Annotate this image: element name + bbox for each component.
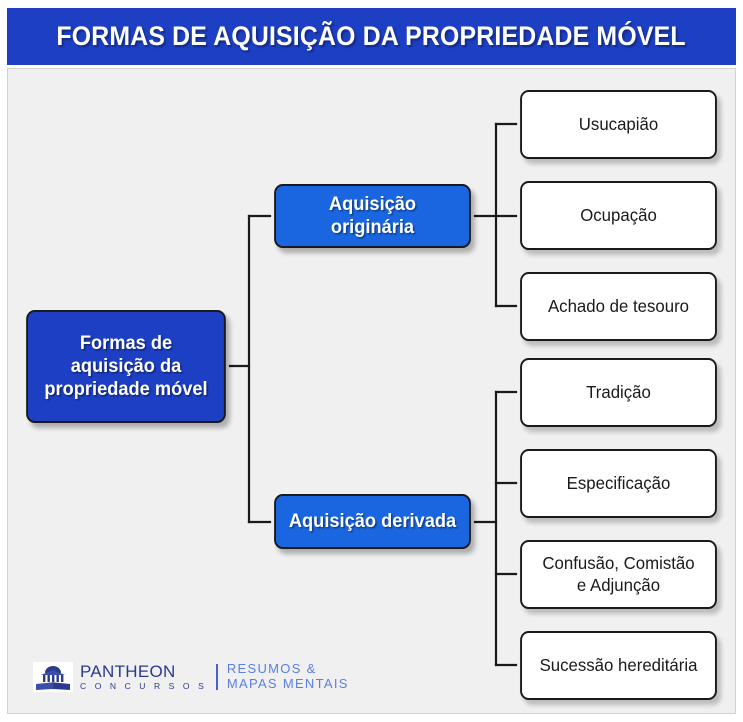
- node-root-line2: aquisição da: [70, 355, 182, 377]
- header-banner: FORMAS DE AQUISIÇÃO DA PROPRIEDADE MÓVEL: [7, 8, 736, 65]
- pantheon-building-icon: [33, 662, 73, 692]
- node-leaf-tradicao-label: Tradição: [586, 381, 651, 402]
- node-branch-aquisicao-originaria[interactable]: Aquisição originária: [274, 184, 471, 248]
- node-leaf-usucapiao[interactable]: Usucapião: [520, 90, 717, 159]
- node-leaf-sucessao-label: Sucessão hereditária: [539, 654, 698, 675]
- logo-divider: [215, 664, 218, 690]
- node-branch-derivada-line1: Aquisição derivada: [288, 510, 457, 532]
- node-leaf-especificacao[interactable]: Especificação: [520, 449, 717, 518]
- connector-lines: [228, 122, 518, 667]
- logo-tagline-line1: RESUMOS &: [226, 661, 317, 677]
- node-leaf-sucessao-hereditaria[interactable]: Sucessão hereditária: [520, 631, 717, 700]
- node-leaf-confusao-label-line2: e Adjunção: [576, 574, 661, 595]
- node-leaf-achado-de-tesouro[interactable]: Achado de tesouro: [520, 272, 717, 341]
- node-leaf-especificacao-label: Especificação: [566, 472, 671, 493]
- node-root-line3: propriedade móvel: [44, 379, 208, 401]
- node-leaf-confusao-comistao-adjuncao[interactable]: Confusão, Comistão e Adjunção: [520, 540, 717, 609]
- node-branch-originaria-line1: Aquisição: [328, 193, 417, 215]
- logo-wordmark: PANTHEON C O N C U R S O S RESUMOS & MAP…: [80, 662, 349, 691]
- node-leaf-achado-label: Achado de tesouro: [547, 295, 690, 316]
- diagram-canvas: Formas de aquisição da propriedade móvel…: [7, 68, 736, 714]
- node-leaf-ocupacao[interactable]: Ocupação: [520, 181, 717, 250]
- logo-tagline-line2: MAPAS MENTAIS: [226, 676, 349, 691]
- logo-brand: PANTHEON: [80, 662, 176, 682]
- node-branch-originaria-line2: originária: [330, 217, 415, 238]
- logo-brand-sub: C O N C U R S O S: [80, 681, 207, 692]
- node-leaf-ocupacao-label: Ocupação: [580, 204, 657, 225]
- page-title: FORMAS DE AQUISIÇÃO DA PROPRIEDADE MÓVEL: [56, 21, 687, 51]
- node-root[interactable]: Formas de aquisição da propriedade móvel: [26, 310, 226, 423]
- node-branch-aquisicao-derivada[interactable]: Aquisição derivada: [274, 494, 471, 549]
- node-root-line1: Formas de: [79, 332, 173, 354]
- brand-logo: PANTHEON C O N C U R S O S RESUMOS & MAP…: [33, 662, 349, 692]
- node-leaf-usucapiao-label: Usucapião: [578, 113, 659, 134]
- node-leaf-confusao-label-line1: Confusão, Comistão: [542, 553, 695, 574]
- node-leaf-tradicao[interactable]: Tradição: [520, 358, 717, 427]
